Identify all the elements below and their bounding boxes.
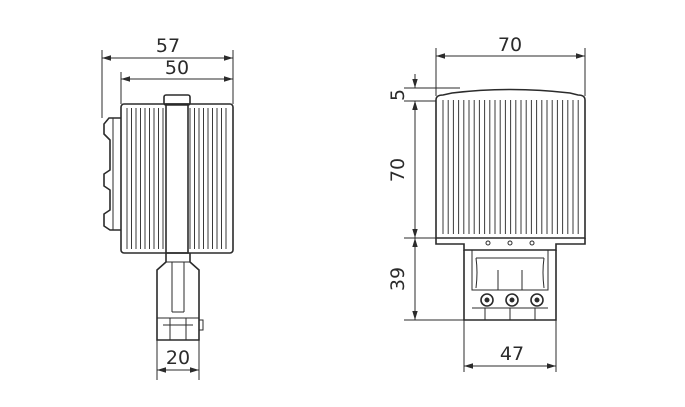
dim-front-connector-height: 39 [387, 267, 409, 291]
terminal-screws [480, 293, 544, 307]
dim-side-connector-width: 20 [166, 347, 190, 369]
dim-side-body-width: 50 [165, 57, 189, 79]
front-base [435, 238, 586, 251]
side-center-ridge [165, 103, 189, 254]
side-top-knob [163, 94, 191, 106]
din-clip [103, 117, 121, 231]
side-body [120, 103, 234, 254]
dim-front-body-height: 70 [387, 158, 409, 182]
side-connector [156, 253, 200, 341]
front-view: 70 5 70 39 47 [387, 34, 586, 372]
front-body [435, 88, 586, 239]
dim-front-connector-width: 47 [500, 343, 524, 365]
side-view: 57 50 20 [101, 35, 234, 380]
dim-side-overall-width: 57 [156, 35, 180, 57]
side-fins [126, 108, 227, 249]
dim-front-width: 70 [498, 34, 522, 56]
dim-front-top-offset: 5 [387, 89, 409, 101]
front-fins [442, 100, 579, 234]
